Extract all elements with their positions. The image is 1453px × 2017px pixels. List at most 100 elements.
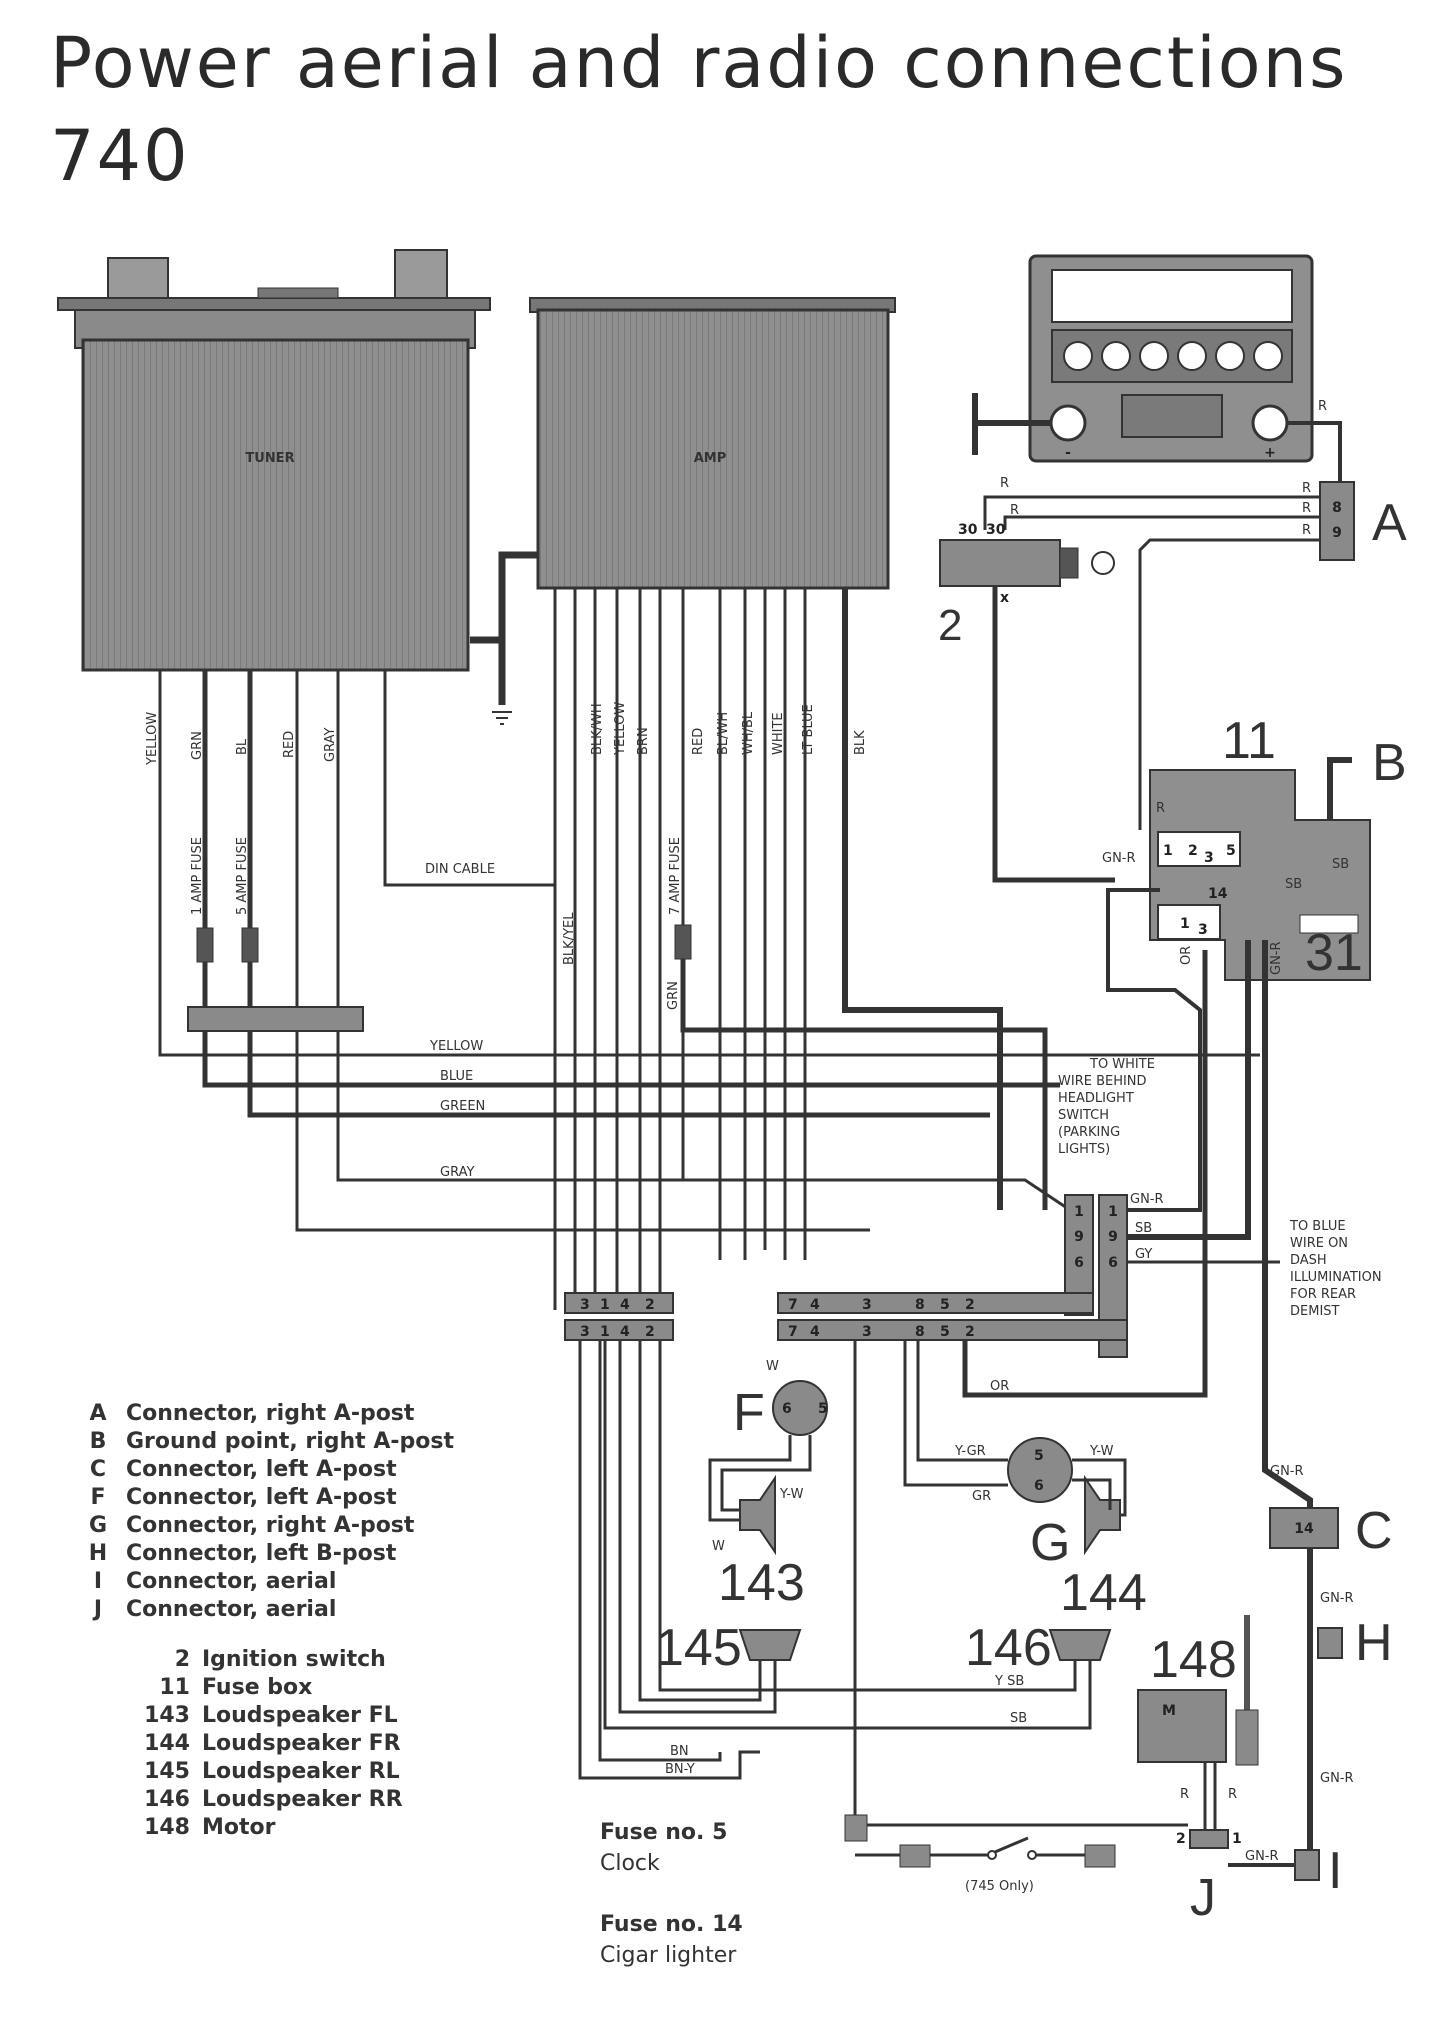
inline-fuse-1 [844,1814,868,1842]
col-left-pin-9: 9 [1074,1229,1084,1245]
connector-A-pin-8: 8 [1332,500,1342,516]
speaker-144-wires [903,1340,1127,1517]
amp-wire-blwh: BL/WH [716,712,731,755]
speaker-144: 144 [1060,1474,1147,1622]
legend-key: 143 [144,1703,190,1728]
fuse-1amp-label: 1 AMP FUSE [190,837,205,915]
legend-label: Connector, aerial [126,1597,337,1622]
legend-label: Connector, left A-post [126,1457,397,1482]
radio-plus-label: + [1264,445,1276,461]
row-right-pin-8b: 8 [915,1324,925,1340]
row-left-pin-2b: 2 [645,1324,655,1340]
legend-label: Connector, right A-post [126,1513,415,1538]
speaker-144-cone [1084,1474,1121,1556]
amp-label: AMP [694,451,727,466]
row-right-pin-8: 8 [915,1297,925,1313]
col-right-pin-6: 6 [1108,1255,1118,1271]
rear-label-bn: BN [670,1744,689,1759]
diagram-subtitle: 740 [50,115,190,197]
fuse-5amp-label: 5 AMP FUSE [235,837,250,915]
speaker-143-number: 143 [718,1554,805,1612]
aerial-label-r2: R [1228,1787,1237,1802]
blue-note-line3: DASH [1290,1253,1327,1268]
right-label-gnr-i: GN-R [1320,1771,1354,1786]
legend-key: 2 [174,1647,190,1672]
fusebox-pin-1: 1 [1163,843,1173,859]
ignition-pin-30a: 30 [958,522,978,538]
speaker-143-label-w: W [712,1539,725,1554]
aerial-motor-m: M [1162,1703,1176,1719]
amp-body [536,308,890,590]
fusebox-label-sb1: SB [1285,877,1302,892]
connector-H-body [1317,1627,1343,1659]
rear-label-ysb: Y SB [994,1674,1024,1689]
speaker-145-cone [738,1629,802,1661]
legend-row: G Connector, right A-post [70,1512,454,1540]
amp-wire-ltblue: LT BLUE [801,704,816,755]
connector-H-letter: H [1355,1614,1393,1672]
fuse-box: 1 2 3 5 14 1 3 11 31 R GN-R SB SB OR GN-… [1102,712,1371,982]
din-cable-label: DIN CABLE [425,862,495,877]
amp-wire-blk: BLK [853,730,868,755]
row-right-pin-3: 3 [862,1297,872,1313]
fusebox-pin-3: 3 [1204,850,1214,866]
row-right-pin-7: 7 [788,1297,798,1313]
radio-button-4 [1177,341,1207,371]
row-right-pin-5b: 5 [940,1324,950,1340]
right-wires [962,888,1313,1880]
connector-G-letter: G [1030,1514,1070,1572]
right-label-sb: SB [1135,1221,1152,1236]
amp-unit: AMP [529,297,896,590]
connector-C-body [1269,1507,1339,1549]
speaker-145: 145 [655,1619,802,1677]
blue-note-line4: ILLUMINATION [1290,1270,1382,1285]
tuner-wire-yellow: YELLOW [145,712,160,766]
speaker-145-number: 145 [655,1619,742,1677]
connector-A-pin-9: 9 [1332,525,1342,541]
fusebox-pin-2: 2 [1188,843,1198,859]
row-left-pin-4b: 4 [620,1324,630,1340]
ignition-lock-icon [1091,551,1115,575]
radio-ground-bar [972,393,1050,455]
diagram-title: Power aerial and radio connections [50,22,1348,104]
row-left-pin-3: 3 [580,1297,590,1313]
connector-A-body [1319,481,1355,561]
ignition-pin-x: x [1000,590,1009,606]
tuner-wire-bl: BL [235,738,250,755]
amp-wire-whbl: WH/BL [741,711,756,755]
legend-label: Connector, aerial [126,1569,337,1594]
connector-G-label-gr: GR [972,1489,991,1504]
tuner-unit: TUNER [57,249,491,672]
right-label-or: OR [990,1379,1009,1394]
fuse-note-14-text: Cigar lighter [600,1943,737,1968]
aerial-motor: M 148 R R [1137,1615,1259,1802]
switch-contact-b [1027,1850,1037,1860]
legend-label: Loudspeaker FR [202,1731,401,1756]
fuse-box-31: 31 [1305,924,1363,982]
col-left-pin-1: 1 [1074,1204,1084,1220]
amp-wire-red: RED [691,728,706,755]
white-wire-note: TO WHITE WIRE BEHIND HEADLIGHT SWITCH (P… [1058,1057,1155,1157]
fusebox-label-or: OR [1179,946,1194,965]
aerial-mast [1244,1615,1250,1715]
fuse-7amp [674,924,692,960]
white-note-line4: SWITCH [1058,1108,1109,1123]
amp-wire-blkwh: BLK/WH [590,703,605,755]
ignition-switch-body [939,539,1061,587]
radio-button-2 [1101,341,1131,371]
white-note-line6: LIGHTS) [1058,1142,1110,1157]
tuner-knob-left [107,257,169,299]
switch-contact-a [987,1850,997,1860]
legend-label: Ignition switch [202,1647,386,1672]
connector-G-label-ygr: Y-GR [954,1444,986,1459]
bus-label-yellow: YELLOW [429,1039,483,1054]
din-connection [470,551,538,705]
legend-key: G [88,1513,108,1538]
fusebox-pin-5: 5 [1226,843,1236,859]
blue-note-line6: DEMIST [1290,1304,1340,1319]
legend-key: 146 [144,1787,190,1812]
